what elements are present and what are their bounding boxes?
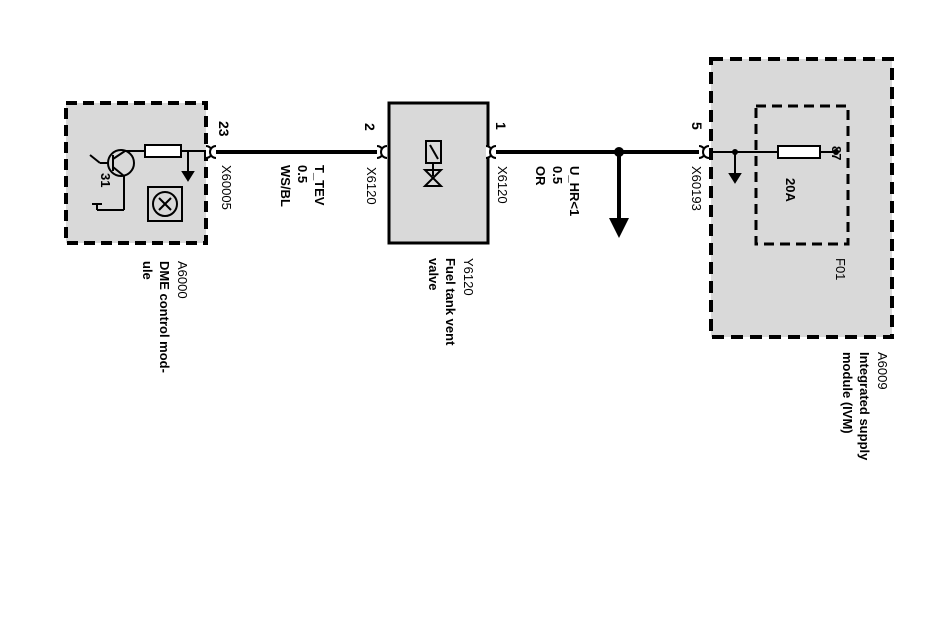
branch-arrow-icon <box>609 218 629 238</box>
valve-connector-right: X6120 <box>495 166 510 204</box>
fuse-ref: F01 <box>833 258 848 281</box>
fuse-terminal-icon <box>833 149 839 155</box>
fuse-rating: 20A <box>783 178 798 202</box>
valve-name-line1: Fuel tank vent <box>443 258 458 346</box>
valve-pin-left: 2 <box>362 123 378 131</box>
valve-name-line2: valve <box>426 258 441 291</box>
ivm-ground-arrow-icon <box>728 152 742 184</box>
wire-left-color: WS/BL <box>278 165 293 207</box>
ivm-ref: A6009 <box>875 352 890 390</box>
valve-ref: Y6120 <box>461 258 476 296</box>
connector-pins <box>205 145 710 159</box>
transistor-icon <box>89 149 144 211</box>
wire-right-signal: U_HR<1 <box>567 166 582 217</box>
fuse-box <box>754 104 850 246</box>
solenoid-valve-icon <box>422 140 444 187</box>
dme-name-line2: ule <box>140 261 155 280</box>
dme-connector-label: X60005 <box>219 165 234 210</box>
fuse-icon <box>777 145 821 159</box>
wire-right-color: OR <box>533 166 548 186</box>
integrated-supply-module-box <box>709 57 894 339</box>
dme-ref: A6000 <box>175 261 190 299</box>
wire-left-signal: T_TEV <box>312 165 327 206</box>
ground-arrow-icon <box>181 151 195 182</box>
ivm-pin-number: 5 <box>689 122 705 130</box>
wire-right-size: 0.5 <box>550 166 565 185</box>
dme-name-line1: DME control mod- <box>157 261 172 373</box>
valve-pin-right: 1 <box>493 122 509 130</box>
wire-left-size: 0.5 <box>295 165 310 184</box>
resistor-icon <box>144 144 182 158</box>
dme-ground-pin: 31 <box>98 173 113 188</box>
dme-pin-number: 23 <box>216 121 232 137</box>
ivm-connector-label: X60193 <box>689 166 704 211</box>
ivm-name-line1: Integrated supply <box>857 352 872 461</box>
valve-connector-left: X6120 <box>364 167 379 205</box>
fuse-pin-number: 87 <box>829 146 844 161</box>
ivm-name-line2: module (IVM) <box>840 352 855 434</box>
control-unit-icon <box>147 186 183 222</box>
